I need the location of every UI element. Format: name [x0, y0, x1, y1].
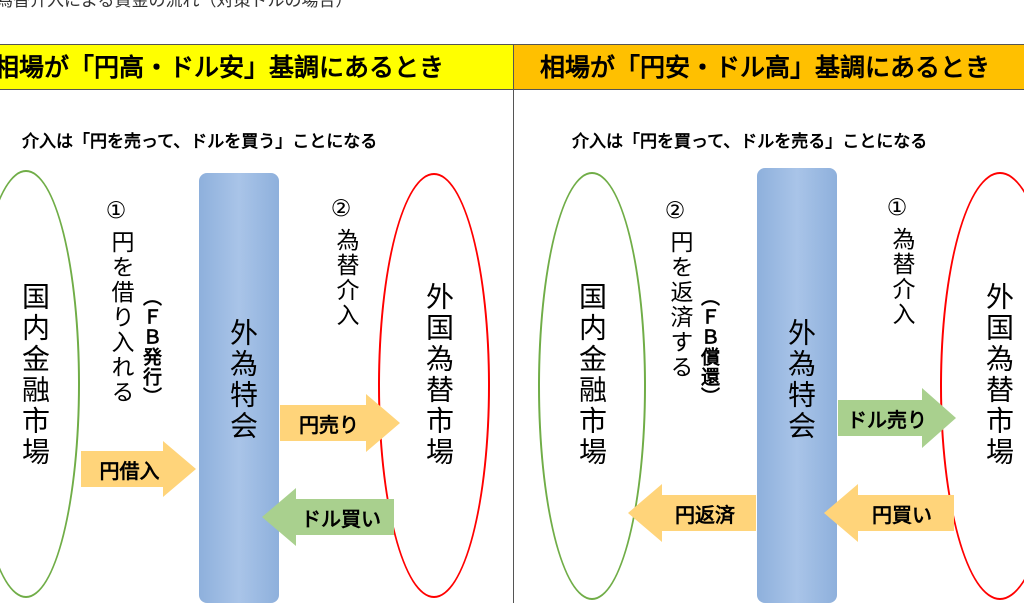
left-step1-number: ①	[103, 198, 129, 226]
right-step2-number: ②	[662, 198, 688, 226]
right-fx-market-label: 外国為替市場	[982, 282, 1015, 468]
right-step1-text: 為替介入	[888, 227, 914, 327]
left-step1-text: 円を借り入れる	[107, 230, 133, 405]
right-dollar-sell-arrow: ドル売り	[838, 388, 956, 448]
left-domestic-market-label: 国内金融市場	[18, 282, 51, 468]
left-yen-sell-arrow: 円売り	[280, 394, 400, 452]
right-domestic-market-ellipse	[538, 172, 646, 600]
left-yen-borrow-arrow: 円借入	[81, 441, 196, 497]
left-fx-fund-bar	[199, 173, 279, 603]
right-banner: 相場が「円安・ドル高」基調にあるとき	[513, 44, 1024, 90]
right-step1-number: ①	[884, 195, 910, 223]
right-step2-paren: （ＦＢ償還）	[698, 287, 720, 407]
right-domestic-market-label: 国内金融市場	[575, 282, 608, 468]
right-fx-fund-bar	[757, 168, 837, 603]
left-fx-market-ellipse	[378, 173, 490, 598]
left-dollar-buy-arrow: ドル買い	[262, 488, 394, 546]
diagram-caption: 為替介入による資金の流れ（対策ドルの場合）	[0, 0, 353, 11]
left-step1-paren: （ＦＢ発行）	[140, 287, 162, 407]
right-dollar-sell-label: ドル売り	[847, 407, 927, 432]
right-yen-buy-arrow: 円買い	[824, 484, 954, 542]
right-subtitle: 介入は「円を買って、ドルを売る」ことになる	[572, 132, 928, 152]
right-yen-repay-arrow: 円返済	[628, 484, 756, 542]
right-step2-text: 円を返済する	[666, 230, 692, 380]
right-yen-repay-label: 円返済	[675, 502, 735, 527]
left-step2-text: 為替介入	[332, 228, 358, 328]
left-banner: 相場が「円高・ドル安」基調にあるとき	[0, 44, 513, 90]
left-step2-number: ②	[328, 196, 354, 224]
panel-divider	[513, 90, 514, 603]
left-yen-borrow-label: 円借入	[99, 458, 160, 483]
left-dollar-buy-label: ドル買い	[301, 506, 381, 531]
right-yen-buy-label: 円買い	[872, 502, 932, 527]
right-fx-fund-label: 外為特会	[784, 318, 817, 442]
left-fx-fund-label: 外為特会	[226, 318, 259, 442]
left-subtitle: 介入は「円を売って、ドルを買う」ことになる	[22, 132, 378, 152]
left-fx-market-label: 外国為替市場	[422, 282, 455, 468]
left-yen-sell-label: 円売り	[299, 412, 359, 437]
